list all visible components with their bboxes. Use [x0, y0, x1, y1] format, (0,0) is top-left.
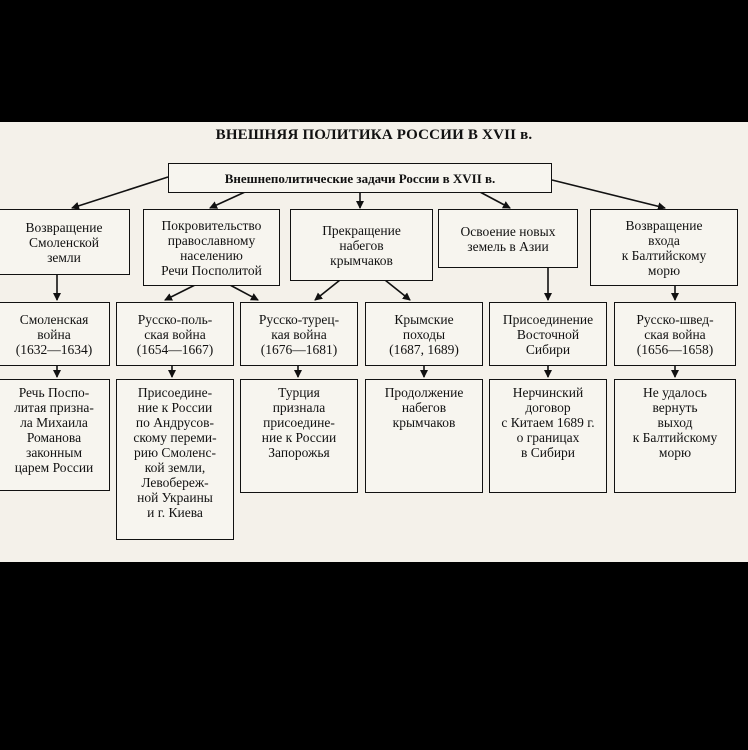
- root-box: Внешнеполитические задачи России в XVII …: [168, 163, 552, 193]
- root-label: Внешнеполитические задачи России в XVII …: [224, 170, 496, 186]
- task-box-asia: Освоение новых земель в Азии: [438, 209, 578, 268]
- result-label: Речь Поспо- литая призна- ла Михаила Ром…: [14, 385, 94, 475]
- arrow-root-task-4: [479, 191, 511, 209]
- arrow-task-2-event-2: [164, 284, 196, 301]
- arrow-task-3-event-3: [314, 279, 341, 301]
- result-label: Нерчинский договор с Китаем 1689 г. о гр…: [501, 385, 595, 460]
- result-box-raids-continue: Продолжение набегов крымчаков: [365, 379, 483, 493]
- event-label: Русско-швед- ская война (1656—1658): [636, 311, 714, 357]
- connector-arrows: [53, 176, 679, 378]
- task-label: Освоение новых земель в Азии: [460, 223, 556, 254]
- arrow-root-task-1: [71, 176, 169, 210]
- result-box-zaporozhye: Турция признала присоедине- ние к России…: [240, 379, 358, 493]
- event-box-smolensk-war: Смоленская война (1632—1634): [0, 302, 110, 366]
- task-box-baltic: Возвращение входа к Балтийскому морю: [590, 209, 738, 286]
- result-label: Продолжение набегов крымчаков: [384, 385, 464, 430]
- result-box-smolensk: Речь Поспо- литая призна- ла Михаила Ром…: [0, 379, 110, 491]
- task-label: Возвращение входа к Балтийскому морю: [621, 217, 707, 278]
- task-label: Возвращение Смоленской земли: [25, 219, 103, 265]
- result-label: Турция признала присоедине- ние к России…: [261, 385, 337, 460]
- task-box-orthodox: Покровительство православному населению …: [143, 209, 280, 286]
- event-box-crimean-campaigns: Крымские походы (1687, 1689): [365, 302, 483, 366]
- event-label: Присоединение Восточной Сибири: [502, 311, 594, 357]
- result-box-andrusovo: Присоедине- ние к России по Андрусов- ск…: [116, 379, 234, 540]
- task-label: Покровительство православному населению …: [161, 217, 262, 278]
- event-label: Крымские походы (1687, 1689): [389, 311, 459, 357]
- arrow-task-2-event-3: [229, 284, 259, 301]
- event-box-east-siberia: Присоединение Восточной Сибири: [489, 302, 607, 366]
- result-box-nerchinsk: Нерчинский договор с Китаем 1689 г. о гр…: [489, 379, 607, 493]
- event-box-russo-polish-war: Русско-поль- ская война (1654—1667): [116, 302, 234, 366]
- event-label: Смоленская война (1632—1634): [15, 311, 93, 357]
- result-label: Не удалось вернуть выход к Балтийскому м…: [632, 385, 718, 460]
- arrow-root-task-5: [551, 179, 666, 211]
- task-box-smolensk: Возвращение Смоленской земли: [0, 209, 130, 275]
- event-label: Русско-поль- ская война (1654—1667): [136, 311, 214, 357]
- result-box-baltic-failed: Не удалось вернуть выход к Балтийскому м…: [614, 379, 736, 493]
- arrow-task-3-event-4: [384, 279, 411, 301]
- diagram-paper: ВНЕШНЯЯ ПОЛИТИКА РОССИИ В XVII в. Внешне…: [0, 122, 748, 562]
- event-box-russo-swedish-war: Русско-швед- ская война (1656—1658): [614, 302, 736, 366]
- task-label: Прекращение набегов крымчаков: [322, 222, 401, 268]
- event-label: Русско-турец- кая война (1676—1681): [258, 311, 340, 357]
- arrow-root-task-2: [209, 191, 246, 209]
- page-title: ВНЕШНЯЯ ПОЛИТИКА РОССИИ В XVII в.: [215, 127, 533, 143]
- result-label: Присоедине- ние к России по Андрусов- ск…: [133, 385, 217, 520]
- event-box-russo-turkish-war: Русско-турец- кая война (1676—1681): [240, 302, 358, 366]
- task-box-crimea: Прекращение набегов крымчаков: [290, 209, 433, 281]
